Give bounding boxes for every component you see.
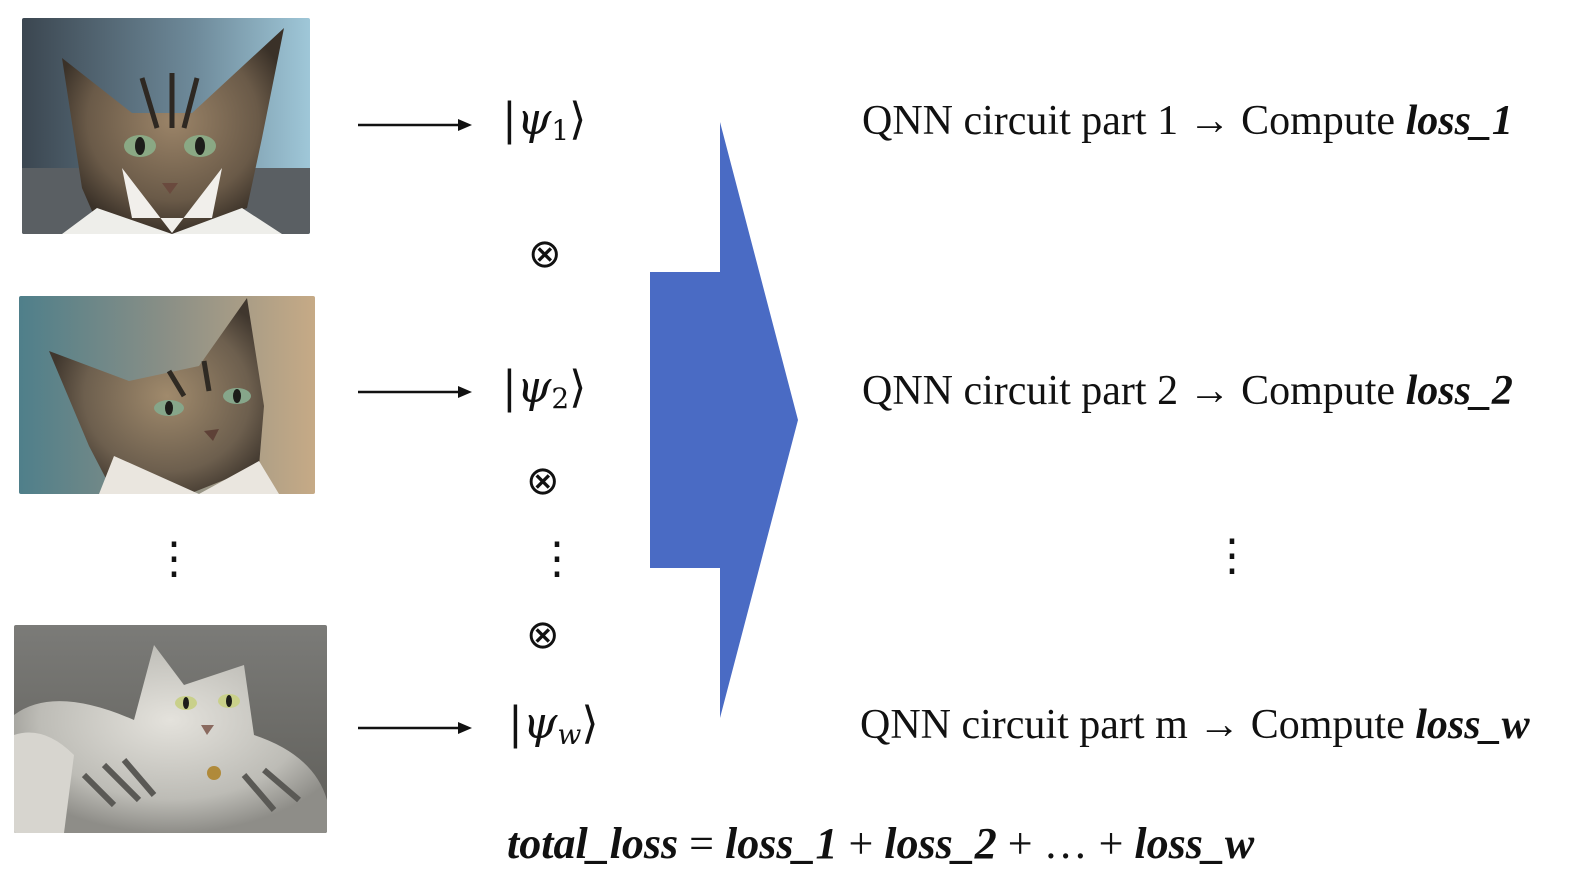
- qnn-part-m-loss: loss_w: [1415, 702, 1530, 748]
- tensor-product-icon: ⊗: [526, 458, 560, 504]
- total-loss-term-1: loss_1: [724, 819, 838, 868]
- total-loss-equation: total_loss = loss_1 + loss_2 + … + loss_…: [507, 822, 1254, 866]
- cat-photo-1: [22, 18, 310, 234]
- total-loss-plus-2: + … +: [996, 819, 1135, 868]
- qnn-part-1: QNN circuit part 1 → Compute loss_1: [862, 100, 1513, 142]
- states-ellipsis: ⋮: [535, 533, 579, 584]
- ket-1-subscript: 1: [551, 114, 570, 147]
- big-blue-arrow-icon: [650, 122, 798, 718]
- ket-w-subscript: w: [557, 718, 582, 751]
- total-loss-term-2: loss_2: [884, 819, 997, 868]
- state-ket-w: |ψw⟩: [508, 698, 599, 751]
- cat-photo-3: [14, 625, 327, 833]
- qnn-part-2-loss: loss_2: [1405, 368, 1513, 414]
- state-ket-2: |ψ2⟩: [502, 362, 587, 415]
- parts-ellipsis: ⋮: [1210, 530, 1254, 581]
- tensor-product-icon: ⊗: [526, 612, 560, 658]
- qnn-part-1-loss: loss_1: [1405, 98, 1513, 144]
- ket-2-symbol: ψ: [516, 362, 552, 413]
- arrow-1-icon: [358, 119, 472, 131]
- state-ket-1: |ψ1⟩: [502, 94, 587, 147]
- ket-1-symbol: ψ: [516, 94, 552, 145]
- qnn-part-2-prefix: QNN circuit part 2 → Compute: [862, 368, 1406, 414]
- qnn-part-m-prefix: QNN circuit part m → Compute: [860, 702, 1416, 748]
- cat-photo-2: [19, 296, 315, 494]
- qnn-part-1-prefix: QNN circuit part 1 → Compute: [862, 98, 1406, 144]
- ket-w-symbol: ψ: [522, 698, 558, 749]
- arrow-2-icon: [358, 386, 472, 398]
- images-ellipsis: ⋮: [152, 533, 196, 584]
- total-loss-eq: =: [678, 819, 725, 868]
- tensor-product-icon: ⊗: [528, 231, 562, 277]
- total-loss-plus-1: +: [837, 819, 885, 868]
- total-loss-term-w: loss_w: [1134, 819, 1255, 868]
- ket-2-subscript: 2: [551, 382, 570, 415]
- qnn-part-2: QNN circuit part 2 → Compute loss_2: [862, 370, 1513, 412]
- total-loss-lhs: total_loss: [507, 819, 679, 868]
- qnn-part-m: QNN circuit part m → Compute loss_w: [860, 704, 1530, 746]
- arrow-3-icon: [358, 722, 472, 734]
